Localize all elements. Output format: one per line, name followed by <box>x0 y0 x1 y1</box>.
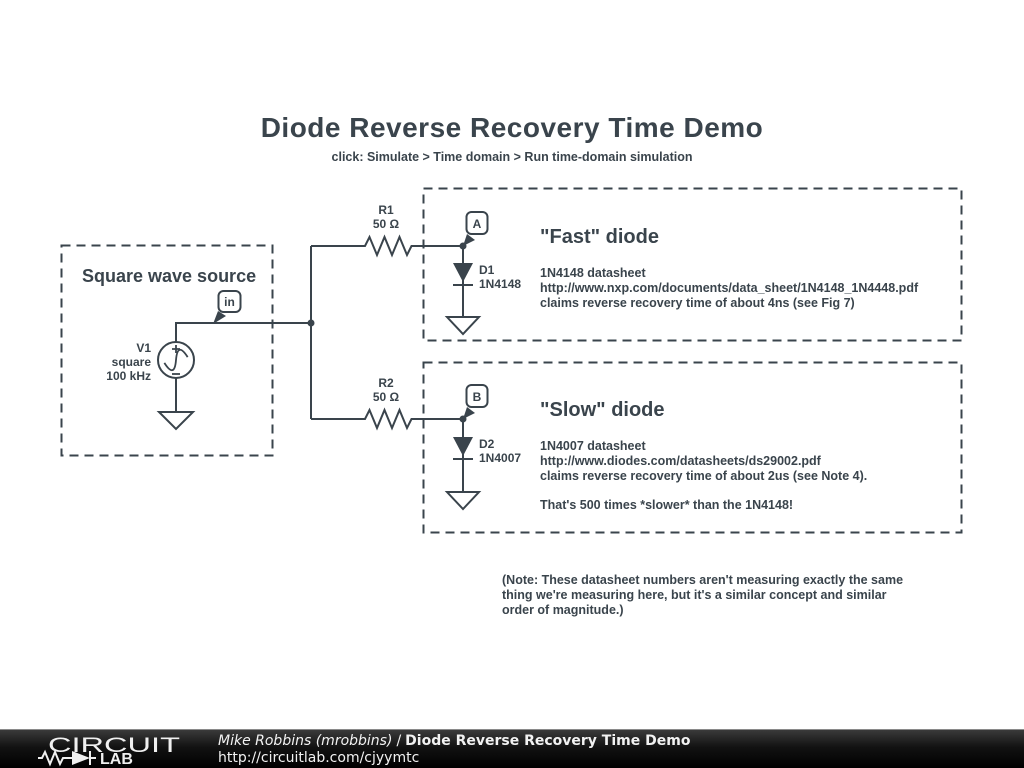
slow-text-spacer <box>540 483 867 498</box>
voltage-source-v1-symbol <box>157 341 195 412</box>
d2-part-label: 1N4007 <box>479 451 521 465</box>
footer-url: http://circuitlab.com/cjyymtc <box>218 750 420 766</box>
plus-sign <box>172 345 180 353</box>
wire-in-net <box>175 322 311 342</box>
fast-line-3: claims reverse recovery time of about 4n… <box>540 295 855 310</box>
slow-diode-text: 1N4007 datasheet http://www.diodes.com/d… <box>540 439 867 513</box>
d2-ref-label: D2 <box>479 437 495 451</box>
ground-symbol-d1 <box>444 316 482 336</box>
d1-ref-label: D1 <box>479 263 495 277</box>
footer-line-1: Mike Robbins (mrobbins)/Diode Reverse Re… <box>218 733 690 750</box>
circuitlab-logo: CIRCUIT LAB <box>38 734 180 768</box>
diode-d2-symbol <box>453 419 473 492</box>
v1-frequency-label: 100 kHz <box>106 369 151 383</box>
footer-author: Mike Robbins (mrobbins) <box>218 733 393 749</box>
ground-symbol-v1 <box>156 411 196 431</box>
resistor-r2-symbol <box>311 407 463 431</box>
v1-waveform-label: square <box>112 355 152 369</box>
circuitlab-logo-sub: LAB <box>100 751 133 768</box>
fast-line-2: http://www.nxp.com/documents/data_sheet/… <box>540 280 919 295</box>
square-wave-source-box <box>60 244 274 457</box>
fast-diode-heading: "Fast" diode <box>540 226 659 248</box>
slow-line-2: http://www.diodes.com/datasheets/ds29002… <box>540 453 821 468</box>
node-flag-a: A <box>463 211 489 246</box>
slow-line-4: That's 500 times *slower* than the 1N414… <box>540 498 794 513</box>
square-wave-source-title: Square wave source <box>82 266 257 286</box>
note-line-2: thing we're measuring here, but it's a s… <box>502 587 887 602</box>
circuitlab-logo-word: CIRCUIT <box>48 734 180 757</box>
r1-value-label: 50 Ω <box>373 217 400 231</box>
footer-text: Mike Robbins (mrobbins)/Diode Reverse Re… <box>218 733 690 767</box>
note-line-1: (Note: These datasheet numbers aren't me… <box>502 573 904 587</box>
slow-diode-heading: "Slow" diode <box>540 399 665 421</box>
node-flag-b: B <box>463 384 489 419</box>
slow-line-1: 1N4007 datasheet <box>540 439 646 453</box>
fast-diode-text: 1N4148 datasheet http://www.nxp.com/docu… <box>540 266 918 310</box>
junction-dot-in <box>307 319 315 327</box>
note-line-3: order of magnitude.) <box>502 602 624 617</box>
resistor-r1-symbol <box>311 234 463 258</box>
fast-diode-box <box>422 187 963 342</box>
node-flag-b-label: B <box>473 390 482 404</box>
footer-bar: CIRCUIT LAB Mike Robbins (mrobbins)/Diod… <box>0 729 1024 768</box>
note-text: (Note: These datasheet numbers aren't me… <box>502 573 903 617</box>
slow-line-3: claims reverse recovery time of about 2u… <box>540 468 868 483</box>
node-flag-a-label: A <box>473 217 482 231</box>
r1-ref-label: R1 <box>378 203 394 217</box>
page-subtitle: click: Simulate > Time domain > Run time… <box>331 150 693 164</box>
logo-resistor-diode-icon <box>38 749 96 767</box>
node-flag-in-label: in <box>224 295 235 309</box>
ground-symbol-d2 <box>444 491 482 511</box>
r2-value-label: 50 Ω <box>373 390 400 404</box>
v1-ref-label: V1 <box>136 341 151 355</box>
diode-d1-symbol <box>453 246 473 317</box>
page-title: Diode Reverse Recovery Time Demo <box>260 112 764 143</box>
r2-ref-label: R2 <box>378 376 394 390</box>
slow-diode-box <box>422 361 963 534</box>
fast-line-1: 1N4148 datasheet <box>540 266 646 280</box>
footer-doc-title: Diode Reverse Recovery Time Demo <box>405 733 691 749</box>
footer-separator: / <box>396 733 402 749</box>
sine-wave-icon <box>163 348 189 372</box>
node-flag-in: in <box>213 290 242 324</box>
d1-part-label: 1N4148 <box>479 277 521 291</box>
